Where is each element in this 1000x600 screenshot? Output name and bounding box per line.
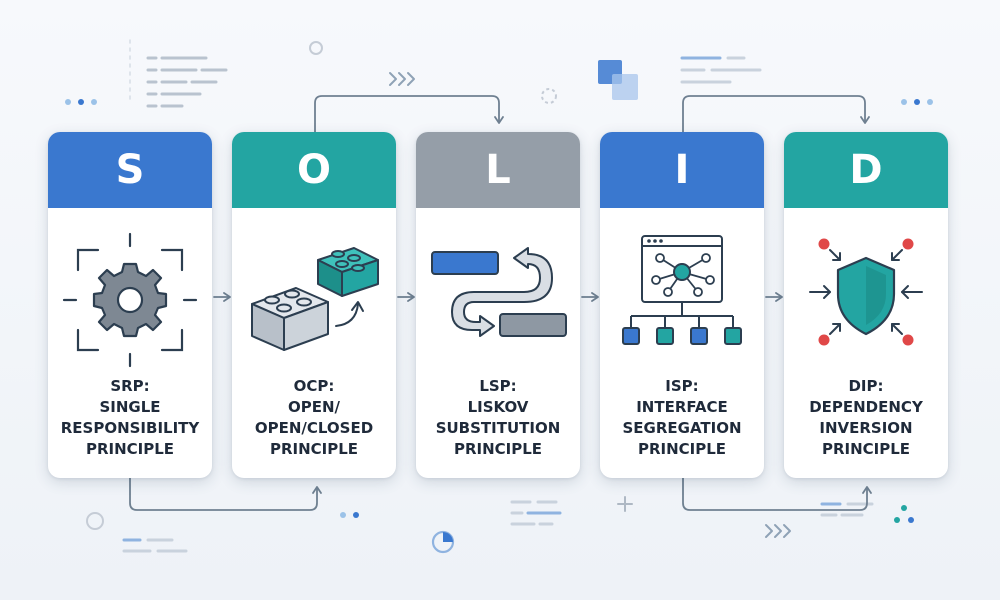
gear-icon (62, 232, 198, 368)
decor-dots-bottom-center (340, 512, 359, 518)
substitution-arrows-icon (431, 247, 567, 337)
principle-card-ocp: O OCP: OPEN/ OPEN/CLOSED PRINCIPLE (232, 132, 396, 478)
principle-card-lsp: L LSP: LISKOV SUBSTITUTION PRINCIPLE (416, 132, 580, 478)
decor-chevrons-bottom (765, 524, 791, 538)
principle-card-dip: D DIP: DEPENDENCY INVERSION PRINCIPLE (784, 132, 948, 478)
card-title-lsp: LSP: LISKOV SUBSTITUTION PRINCIPLE (435, 377, 561, 458)
card-title-ocp: OCP: OPEN/ OPEN/CLOSED PRINCIPLE (254, 377, 374, 458)
connector-top-i-to-d (682, 95, 870, 133)
connector-top-o-to-l (314, 95, 504, 133)
decor-code-lines-top-right (680, 56, 762, 84)
decor-dashed-ring (541, 88, 557, 104)
decor-plus (617, 496, 633, 512)
principle-card-srp: S SRP: SINGLE RESPONSIBILITY PRINCIPLE (48, 132, 212, 478)
decor-ring-top (309, 41, 323, 55)
letter-l: L (485, 147, 511, 193)
decor-code-lines-bottom-left (122, 538, 188, 553)
decor-ring-bottom-left (86, 512, 104, 530)
decor-squares-top (598, 60, 638, 100)
card-header-s: S (48, 132, 212, 208)
card-header-l: L (416, 132, 580, 208)
card-title-srp: SRP: SINGLE RESPONSIBILITY PRINCIPLE (60, 377, 200, 458)
letter-i: I (674, 147, 690, 193)
letter-d: D (849, 147, 883, 193)
shield-icon (809, 238, 923, 346)
principle-card-isp: I ISP: INTERFACE SEGREGAT (600, 132, 764, 478)
interface-hierarchy-icon (622, 235, 742, 345)
card-title-isp: ISP: INTERFACE SEGREGATION PRINCIPLE (622, 377, 742, 458)
card-header-d: D (784, 132, 948, 208)
decor-dots-top-right (901, 99, 933, 105)
letter-s: S (115, 147, 145, 193)
decor-dots-bottom-right (894, 505, 914, 523)
card-title-dip: DIP: DEPENDENCY INVERSION PRINCIPLE (809, 377, 923, 458)
decor-code-lines-bottom-center (510, 500, 562, 526)
decor-code-lines-bottom-right (820, 502, 874, 517)
card-header-o: O (232, 132, 396, 208)
dependency-dots (818, 238, 914, 346)
letter-o: O (296, 147, 331, 193)
decor-code-lines-top-left (129, 39, 228, 108)
decor-chevrons-top (389, 72, 415, 86)
decor-pie-icon (431, 530, 455, 554)
connector-bottom-s-to-o (129, 477, 322, 511)
lego-bricks-icon (251, 247, 379, 351)
connector-bottom-i-to-d (682, 477, 872, 511)
decor-dots-top-left (65, 99, 97, 105)
card-header-i: I (600, 132, 764, 208)
